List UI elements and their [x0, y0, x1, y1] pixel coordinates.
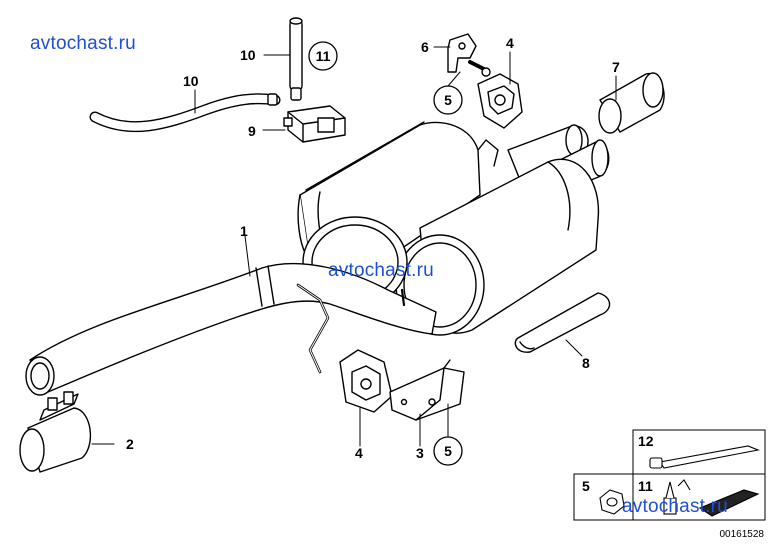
hose-curved-part	[89, 93, 281, 133]
tailpipe-trim-part	[598, 72, 665, 134]
callout-10-bottom: 10	[183, 73, 199, 89]
bracket-part-3	[389, 359, 465, 421]
cable-tie-icon	[649, 445, 760, 469]
callout-4-bottom: 4	[355, 445, 363, 461]
document-id: 00161528	[719, 529, 765, 540]
callout-11: 11	[316, 48, 331, 64]
legend-label-12: 12	[638, 433, 654, 449]
callout-5-bottom-circle	[433, 436, 463, 466]
hex-nut-icon	[599, 489, 625, 515]
callout-8: 8	[582, 355, 590, 371]
hanger-wire	[296, 283, 406, 374]
callout-5-bottom: 5	[444, 443, 452, 459]
callout-5-top: 5	[444, 92, 452, 108]
leader-lines	[91, 46, 617, 447]
hose-vertical-part	[289, 17, 303, 91]
legend-panel: 12 5 11	[573, 429, 766, 521]
callout-10-top: 10	[240, 47, 256, 63]
vacuum-valve-part	[283, 87, 346, 143]
watermark-top-left: avtochast.ru	[30, 33, 136, 54]
callout-labels: 10 11 10 9 6 4 5 7 1 2 8 4 3 5	[126, 35, 620, 466]
watermark-bottom-right: avtochast.ru	[622, 496, 728, 517]
bracket-part-6	[447, 33, 491, 77]
rubber-mount-top-part	[477, 73, 523, 129]
callout-4-top: 4	[506, 35, 514, 51]
callout-5-top-circle	[433, 85, 463, 115]
legend-label-11: 11	[638, 478, 653, 494]
callout-3: 3	[416, 445, 424, 461]
callout-11-circle	[308, 41, 338, 71]
legend-label-5: 5	[582, 478, 590, 494]
callout-1: 1	[240, 223, 248, 239]
rubber-mount-bottom-part	[339, 349, 393, 413]
watermark-center: avtochast.ru	[328, 260, 434, 281]
clip-rivet-icon	[663, 479, 760, 517]
callout-7: 7	[612, 59, 620, 75]
pipe-clamp-part	[19, 391, 92, 473]
callout-9: 9	[248, 123, 256, 139]
callout-6: 6	[421, 39, 429, 55]
heat-protector-part	[514, 292, 611, 353]
front-pipe-part	[25, 262, 437, 396]
callout-2: 2	[126, 436, 134, 452]
